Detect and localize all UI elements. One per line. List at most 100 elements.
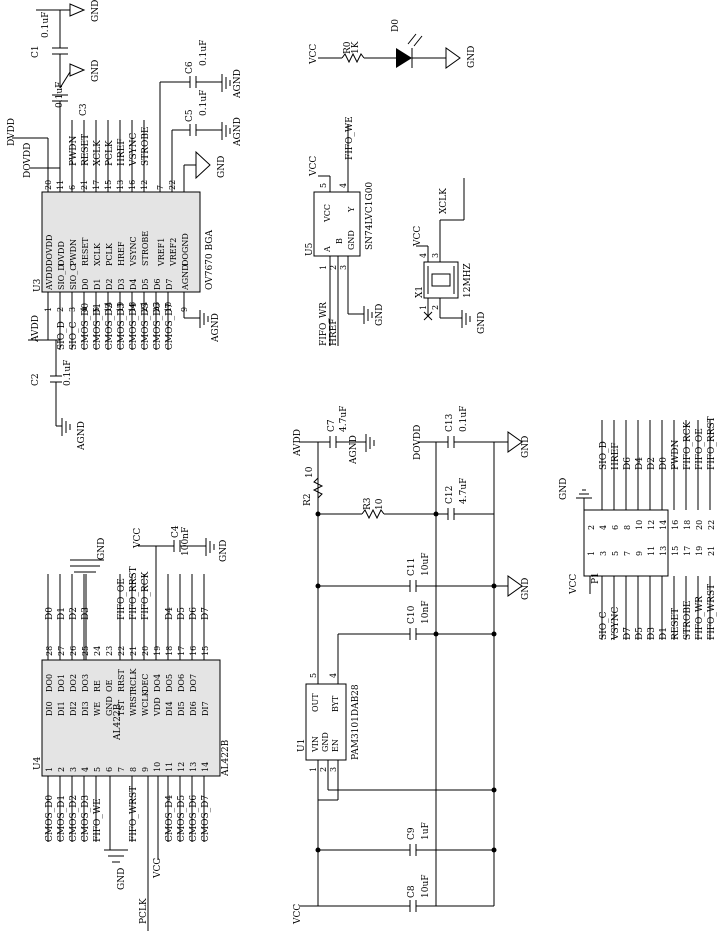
p1-net-label: PWDN	[671, 439, 681, 470]
al422b-pin-num: 1	[45, 767, 54, 772]
p1-pin-num: 18	[683, 520, 692, 530]
ov7670-pin-name: PWDN	[69, 239, 78, 266]
al422b-pin-num: 3	[69, 767, 78, 772]
al422b-pin-name: WCLK	[141, 689, 150, 716]
ov7670-net-label: HREF	[117, 139, 127, 166]
p1-net-label: RESET	[671, 608, 681, 640]
pin-name: OUT	[311, 693, 320, 712]
vcc-label: VCC	[133, 528, 143, 549]
rail-label: GND	[97, 538, 107, 560]
dovdd-label: DOVDD	[23, 143, 33, 178]
al422b-pin-name: DO7	[189, 674, 198, 692]
rail-label: AGND	[77, 421, 87, 451]
cap-ref: C9	[407, 827, 417, 840]
al422b-pin-num: 18	[165, 646, 174, 656]
p1-pin-num: 7	[623, 551, 632, 556]
al422b-net-label: FIFO_WRST	[129, 786, 139, 842]
al422b-pin-num: 16	[189, 646, 198, 656]
al422b-net-label: FIFO_RRST	[129, 566, 139, 620]
cap-value: 0.1uF	[459, 406, 469, 432]
al422b-net-label: FIFO_RCK	[141, 571, 151, 620]
cap-ref: C13	[445, 413, 455, 432]
al422b-pin-num: 2	[57, 767, 66, 772]
cap-value: 10nF	[421, 601, 431, 625]
al422b-pin-name: TST	[117, 699, 126, 716]
p1-net-label: D4	[635, 457, 645, 470]
al422b-net-label: D7	[201, 607, 211, 620]
al422b-pin-num: 8	[129, 767, 138, 772]
pin-num: 3	[431, 253, 440, 258]
ov7670-pin-name: D3	[117, 278, 126, 290]
rail-label: GND	[219, 540, 229, 562]
al422b-net-label: CMOS_D3	[81, 795, 91, 842]
nand-gate-u5: 5 4 1 2 3 VCC Y A B GND U5 SN74LVC1G00 V…	[305, 116, 385, 346]
ov7670-net-label: CMOS_D2	[105, 303, 115, 350]
ov7670-net-label: CMOS_D5	[141, 303, 151, 350]
pin-name: GND	[321, 732, 330, 752]
al422b-pin-name: DI7	[201, 701, 210, 716]
pin-num: 2	[329, 265, 338, 270]
p1-net-label: SIO_D	[599, 441, 609, 470]
p1-pin-num: 11	[647, 546, 656, 556]
p1-net-label: D3	[647, 627, 657, 640]
p1-net-label: D0	[659, 457, 669, 470]
al422b-pin-name: DO1	[57, 674, 66, 692]
cap-value: 4.7uF	[339, 406, 349, 432]
al422b-pin-num: 12	[177, 762, 186, 772]
ic-name: SN74LVC1G00	[365, 182, 375, 250]
al422b-pin-num: 26	[69, 646, 78, 656]
rail-label: GND	[467, 46, 477, 68]
al422b-pin-name: GND	[105, 696, 114, 716]
pin-name: EN	[331, 739, 340, 752]
pin-name: VIN	[311, 736, 320, 753]
ov7670-pin-name: VREF2	[169, 238, 178, 267]
al422b-pin-num: 4	[81, 767, 90, 772]
al422b-pin-name: VDD	[153, 697, 162, 717]
vcc-label: VCC	[153, 858, 163, 879]
p1-net-label: SIO_C	[599, 611, 609, 640]
rail-label: AGND	[349, 435, 359, 465]
p1-net-label: HREF	[611, 443, 621, 470]
ov7670-net-label: SIO_D	[57, 321, 67, 350]
al422b-pin-name: DI6	[189, 701, 198, 716]
al422b-net-label: D1	[57, 607, 67, 620]
cap-value: 100nF	[181, 527, 191, 556]
al422b-pin-num: 13	[189, 762, 198, 772]
pin-name: BYT	[331, 695, 340, 712]
cap-ref: C11	[407, 558, 417, 576]
cap-ref: C8	[407, 885, 417, 898]
crystal-x1: 4 3 1 2 X1 12MHZ XCLK VCC GND	[413, 178, 487, 334]
al422b-pin-name: RCLK	[129, 668, 138, 692]
ov7670-vref-caps: C6 0.1uF AGND C5 0.1uF AGND GND AGND	[159, 40, 243, 343]
resistor-value: 1K	[351, 41, 361, 54]
p1-pin-num: 4	[599, 525, 608, 530]
ov7670-pin-name: DVDD	[57, 241, 66, 266]
ov7670-net-label: STROBE	[141, 126, 151, 166]
cap-value: 10uF	[421, 553, 431, 577]
net-pclk: PCLK	[139, 898, 149, 924]
al422b-pin-name: RRST	[117, 668, 126, 692]
al422b-net-label: D0	[45, 607, 55, 620]
resistor-value: 10	[375, 498, 385, 510]
gnd-symbol-c1	[69, 3, 86, 17]
cap-ref: C5	[185, 109, 195, 122]
al422b-net-label: FIFO_WE	[93, 798, 103, 842]
ov7670-pin-name: DOVDD	[45, 235, 54, 266]
al422b-net-label: CMOS_D7	[201, 795, 211, 842]
p1-net-label: STROBE	[683, 600, 693, 640]
al422b-pin-num: 17	[177, 646, 186, 656]
pin-name: GND	[347, 230, 356, 250]
al422b-pin-num: 21	[129, 646, 138, 656]
al422b-pin-name: WRST	[129, 690, 138, 716]
vcc-label: VCC	[309, 156, 319, 177]
p1-net-label: D7	[623, 627, 633, 640]
pin-num: 4	[329, 673, 338, 678]
rail-label: GND	[91, 0, 101, 22]
al422b-net-label: D6	[189, 607, 199, 620]
al422b-pin-name: DI0	[45, 701, 54, 716]
p1-net-label: FIFO_RRST	[707, 416, 717, 470]
al422b-pin-num: 9	[141, 767, 150, 772]
ic-ref: U4	[33, 756, 43, 770]
cap-ref: C6	[185, 61, 195, 74]
rail-label: GND	[375, 304, 385, 326]
